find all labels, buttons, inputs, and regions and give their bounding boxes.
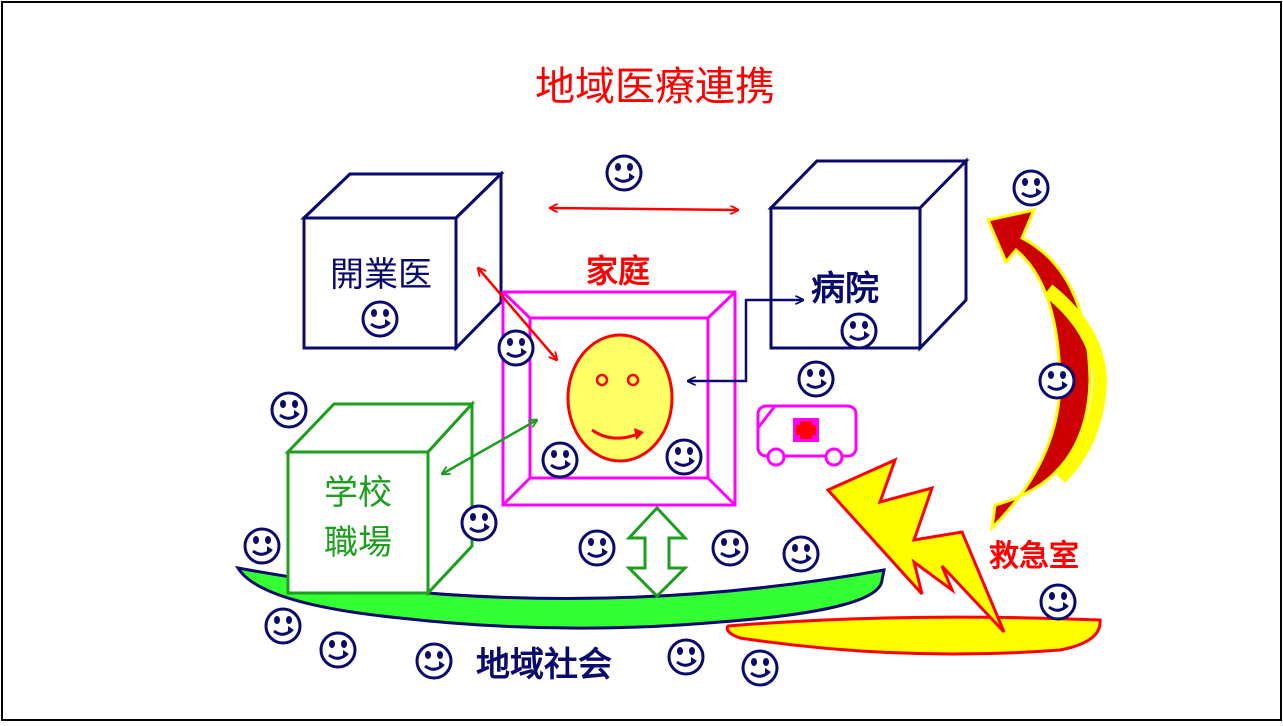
smiley-face-icon: [319, 631, 357, 669]
smiley-face-icon: [797, 360, 835, 398]
smiley-face-icon: [665, 438, 703, 476]
smiley-face-icon: [415, 642, 453, 680]
smiley-face-icon: [460, 504, 498, 542]
smiley-face-icon: [741, 649, 779, 687]
home-community-arrow: [625, 505, 689, 599]
smiley-face-icon: [1039, 583, 1077, 621]
school-label: 学校: [324, 473, 392, 513]
clinic-hospital-arrow: [550, 208, 738, 210]
smiley-face-icon: [1012, 169, 1050, 207]
smiley-face-icon: [361, 300, 399, 338]
ambulance-icon: [756, 404, 858, 467]
smiley-face-icon: [270, 391, 308, 429]
page-title: 地域医療連携: [535, 64, 775, 110]
clinic-home-arrow: [478, 268, 557, 360]
smiley-face-icon: [497, 329, 535, 367]
smiley-face-icon: [840, 312, 878, 350]
community-band: [234, 565, 886, 630]
smiley-face-icon: [541, 441, 579, 479]
emergency-band: [725, 615, 1102, 656]
smiley-face-icon: [264, 607, 302, 645]
smiley-face-icon: [578, 529, 616, 567]
emergency-label: 救急室: [989, 539, 1079, 574]
hospital-home-arrow: [688, 300, 803, 381]
school-home-arrow: [442, 420, 537, 474]
lightning-bolt-icon: [825, 457, 1006, 634]
clinic-cube: [300, 170, 505, 352]
smiley-face-icon: [605, 154, 643, 192]
return-arrow-highlight: [1043, 284, 1108, 483]
smiley-face-icon: [243, 527, 281, 565]
clinic-label: 開業医: [330, 255, 432, 295]
smiley-face-icon: [711, 529, 749, 567]
return-curved-arrow: [985, 207, 1092, 533]
hospital-label: 病院: [811, 269, 879, 309]
community-label: 地域社会: [476, 645, 612, 685]
family-face-icon: [566, 333, 674, 463]
smiley-face-icon: [782, 535, 820, 573]
smiley-face-icon: [1038, 362, 1076, 400]
home-label: 家庭: [586, 252, 650, 290]
smiley-face-icon: [667, 638, 705, 676]
workplace-label: 職場: [324, 523, 392, 563]
